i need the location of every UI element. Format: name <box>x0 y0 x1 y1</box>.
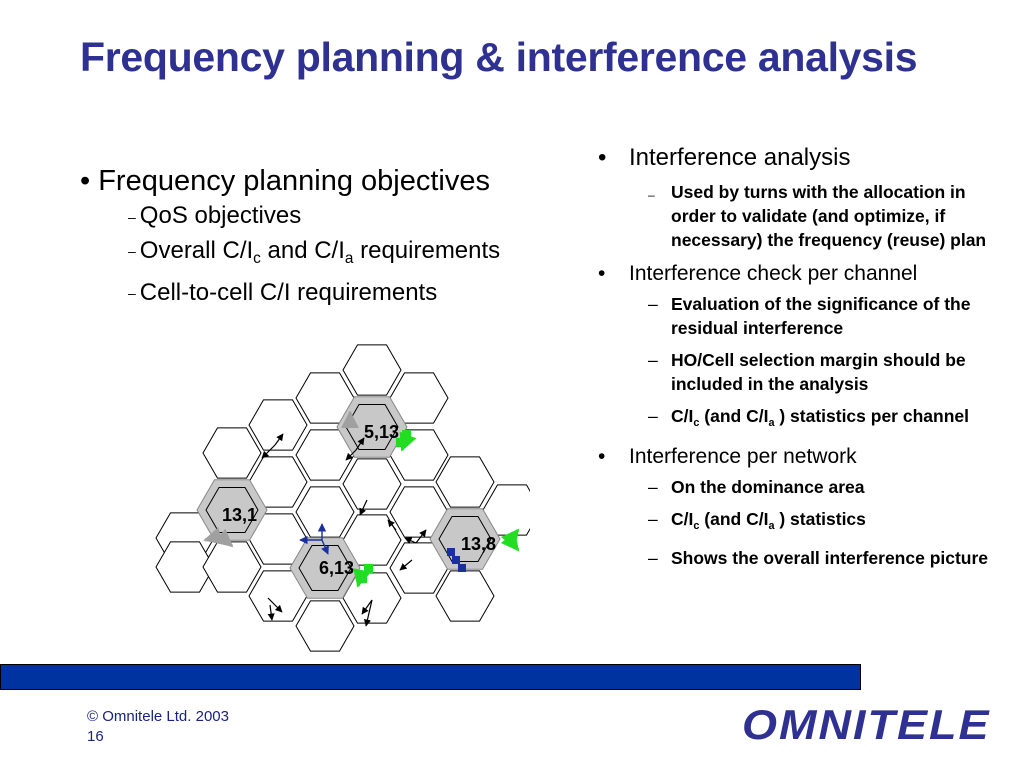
list-item: –Used by turns with the allocation in or… <box>648 182 987 250</box>
hex-cell <box>342 458 402 510</box>
green-blocks <box>358 430 411 583</box>
hex-grid <box>155 344 530 652</box>
footer-bar <box>0 664 861 690</box>
hex-cell <box>295 600 355 652</box>
hex-cell <box>342 344 402 396</box>
cell-label-6-13: 6,13 <box>319 558 354 578</box>
page-number: 16 <box>87 728 104 745</box>
list-item: –QoS objectives <box>128 202 302 229</box>
hex-cell <box>202 541 262 593</box>
list-item: –Cell-to-cell C/I requirements <box>128 278 438 306</box>
omnitele-logo: OMNITELE <box>742 701 991 748</box>
hex-cell-diagram: 5,13 13,1 13,8 6,13 <box>155 344 530 652</box>
hex-cell <box>155 541 215 593</box>
hex-cell <box>435 570 495 622</box>
hex-cell <box>248 399 308 451</box>
hex-cell <box>295 486 355 538</box>
list-item: –C/Ic (and C/Ia ) statistics <box>648 509 866 532</box>
interference-list: •Interference analysis –Used by turns wi… <box>598 142 1008 578</box>
gray-arrows <box>203 410 359 548</box>
list-item: • Frequency planning objectives <box>80 165 490 197</box>
planning-objectives-list: • Frequency planning objectives –QoS obj… <box>80 163 580 310</box>
list-item: •Interference check per channel <box>598 262 918 285</box>
hex-cell <box>435 456 495 508</box>
hex-cell <box>202 427 262 479</box>
blue-blocks <box>447 548 466 572</box>
qos-objectives: QoS objectives <box>139 202 302 229</box>
slide-title: Frequency planning & interference analys… <box>80 34 918 80</box>
cell-label-13-1: 13,1 <box>222 505 257 525</box>
interference-analysis-heading: Interference analysis <box>629 144 851 171</box>
cell-label-5-13: 5,13 <box>364 422 399 442</box>
highlighted-cell <box>205 487 259 533</box>
list-item: –Evaluation of the significance of the r… <box>648 294 971 338</box>
copyright: © Omnitele Ltd. 2003 <box>87 708 229 725</box>
cell-to-cell: Cell-to-cell C/I requirements <box>139 278 438 306</box>
check-per-channel-heading: Interference check per channel <box>629 262 918 285</box>
list-item: –Overall C/Ic and C/Ia requirements <box>128 236 501 267</box>
footer: © Omnitele Ltd. 2003 16 <box>87 707 229 747</box>
per-network-heading: Interference per network <box>629 445 857 468</box>
blue-arrows <box>299 523 329 555</box>
list-item: •Interference per network <box>598 445 857 468</box>
list-item: –On the dominance area <box>648 477 865 497</box>
objectives-heading: Frequency planning objectives <box>98 165 490 197</box>
highlighted-cell <box>298 545 352 591</box>
list-item: –HO/Cell selection margin should be incl… <box>648 350 966 394</box>
cell-label-13-8: 13,8 <box>461 534 496 554</box>
interference-arrows <box>261 433 427 627</box>
list-item: –Shows the overall interference picture <box>648 548 989 568</box>
list-item: •Interference analysis <box>598 144 851 171</box>
list-item: –C/Ic (and C/Ia ) statistics per channel <box>648 406 969 429</box>
